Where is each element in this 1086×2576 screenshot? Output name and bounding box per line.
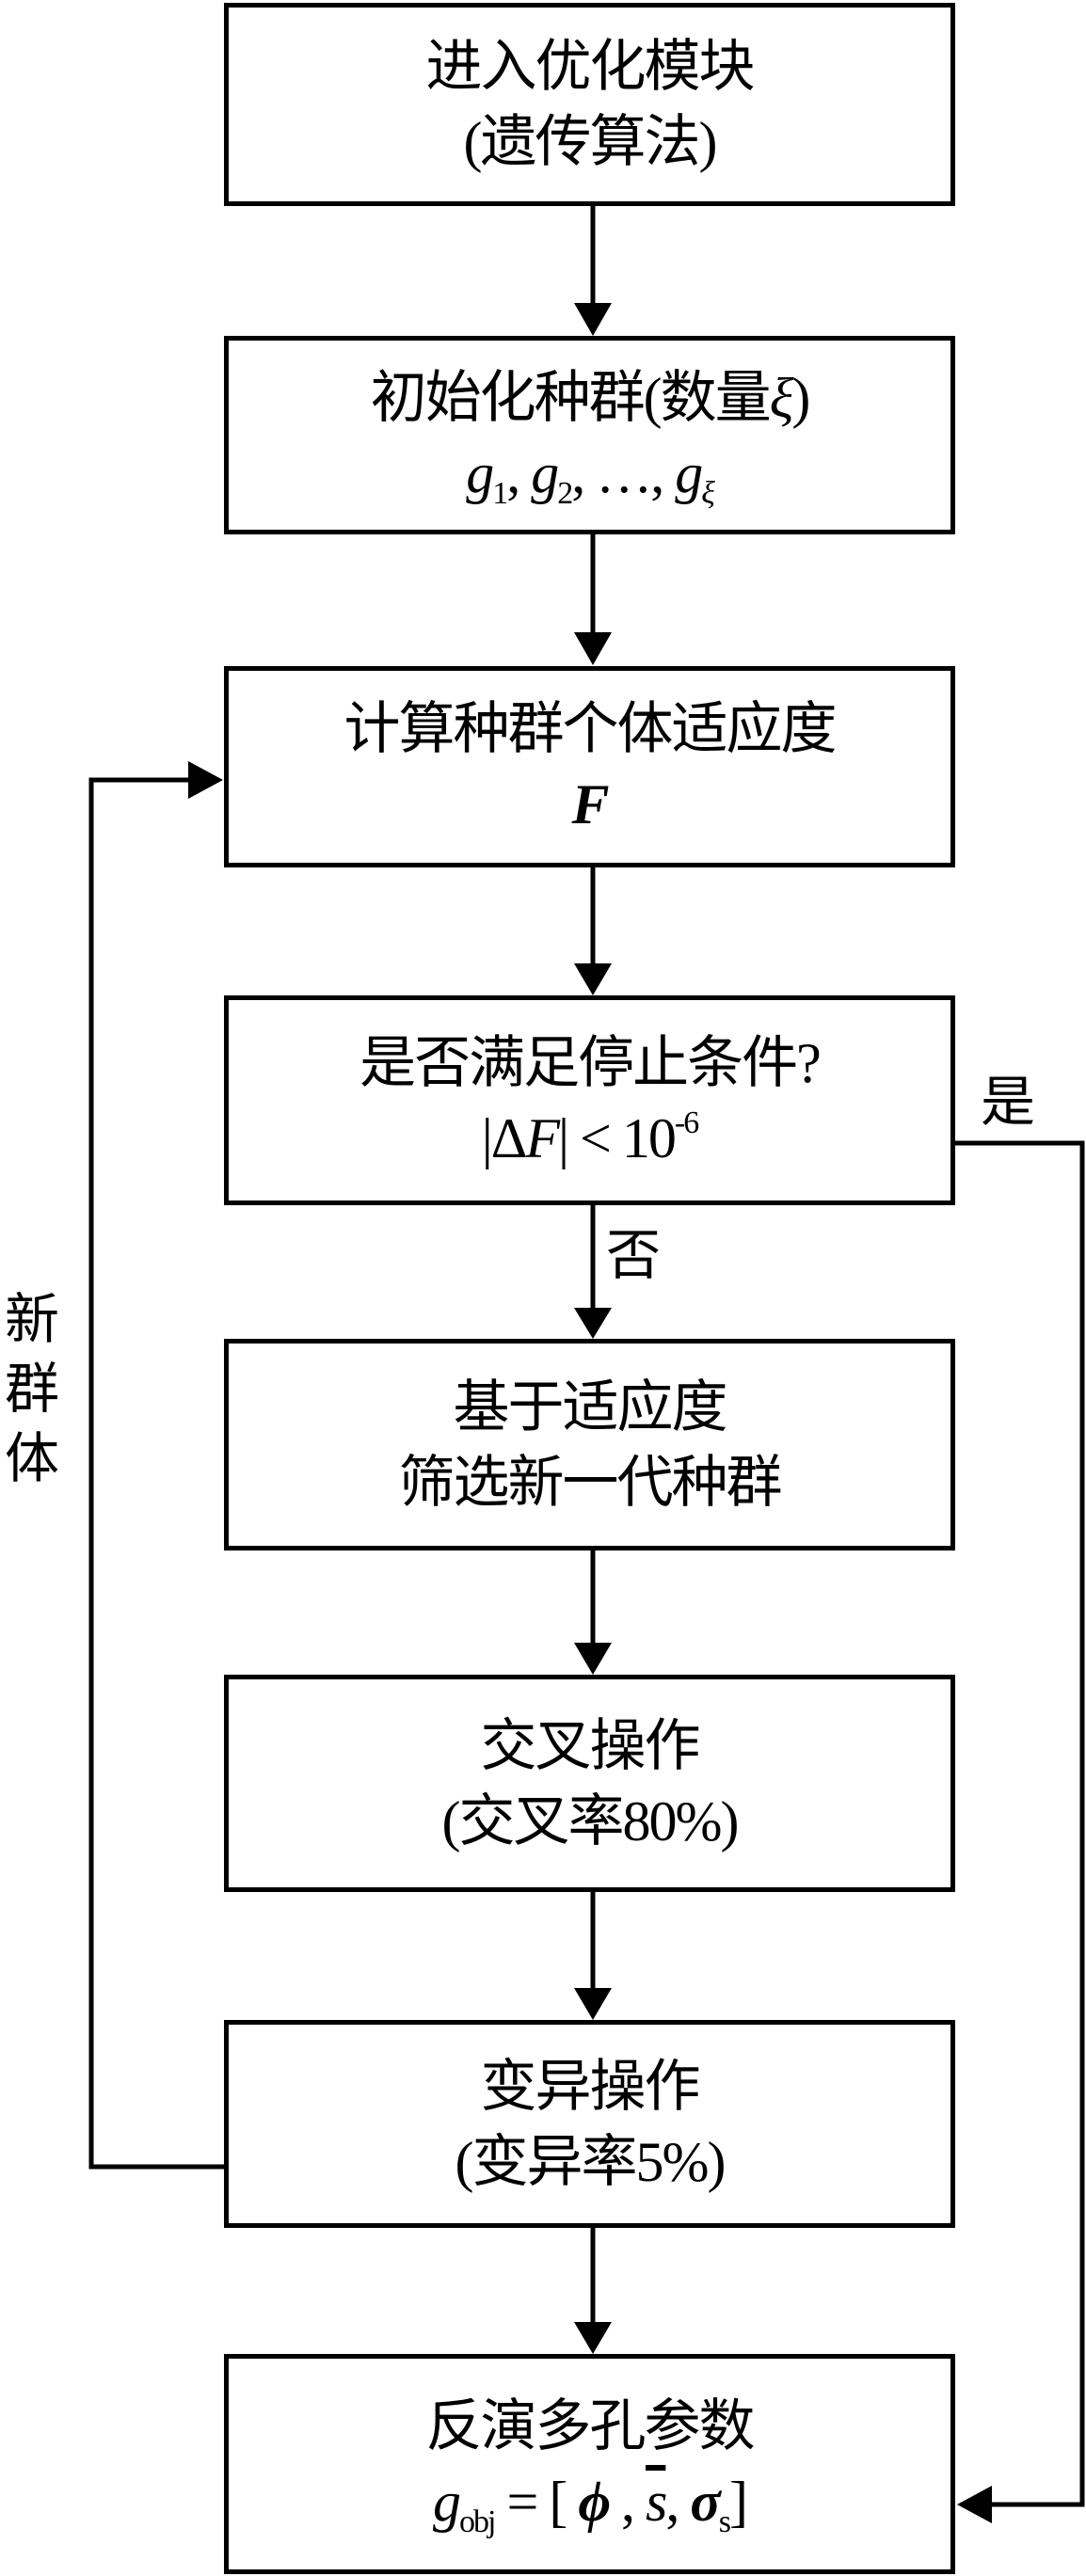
g-symbol: g bbox=[531, 441, 559, 504]
node-text-part: ) bbox=[791, 366, 810, 429]
loop-label-char: 新 bbox=[4, 1289, 59, 1350]
node-text: 反演多孔参数 bbox=[425, 2395, 756, 2457]
sigma-symbol: σ bbox=[690, 2471, 720, 2533]
delta-symbol: Δ bbox=[490, 1106, 528, 1169]
node-text: (交叉率80%) bbox=[441, 1789, 740, 1852]
node-init-population: 初始化种群(数量ξ) g1, g2, …, gξ bbox=[224, 336, 955, 534]
comma: , bbox=[506, 441, 520, 504]
xi-symbol: ξ bbox=[769, 366, 794, 429]
arrowhead-icon bbox=[188, 761, 223, 799]
g-symbol: g bbox=[466, 441, 494, 504]
subscript: s bbox=[718, 2504, 731, 2539]
base: 10 bbox=[621, 1106, 677, 1169]
comma: , bbox=[665, 2471, 691, 2533]
node-text: 筛选新一代种群 bbox=[398, 1451, 783, 1514]
node-text: 是否满足停止条件? bbox=[359, 1031, 822, 1094]
node-text: 初始化种群(数量ξ) bbox=[370, 360, 811, 436]
yes-branch-line bbox=[955, 1140, 1085, 2507]
ellipsis: … bbox=[596, 441, 652, 504]
g-symbol: g bbox=[675, 441, 703, 504]
node-mutation: 变异操作 (变异率5%) bbox=[224, 2020, 955, 2228]
subscript: 1 bbox=[492, 475, 508, 511]
arrowhead-icon bbox=[574, 1643, 612, 1675]
node-text: (变异率5%) bbox=[455, 2130, 727, 2193]
node-text: (遗传算法) bbox=[463, 111, 718, 173]
arrowhead-icon bbox=[574, 963, 612, 995]
arrowhead-icon bbox=[574, 1308, 612, 1339]
node-compute-fitness: 计算种群个体适应度 F bbox=[224, 666, 955, 867]
arrowhead-icon bbox=[574, 1988, 612, 2020]
node-text-part: 初始化种群(数量 bbox=[370, 366, 772, 429]
stop-formula: |ΔF| < 10-6 bbox=[481, 1101, 699, 1176]
node-selection: 基于适应度 筛选新一代种群 bbox=[224, 1339, 955, 1550]
yes-label: 是 bbox=[981, 1072, 1036, 1133]
g-symbol: g bbox=[433, 2471, 461, 2533]
comma: , bbox=[571, 441, 585, 504]
node-inversion: 反演多孔参数 gobj = [ ϕ , s, σs] bbox=[224, 2354, 955, 2574]
subscript: 2 bbox=[557, 475, 573, 511]
comma: , bbox=[609, 2471, 647, 2533]
loop-label-char: 体 bbox=[4, 1428, 59, 1489]
equals-bracket: = [ bbox=[494, 2471, 579, 2533]
close-bracket: ] bbox=[728, 2471, 748, 2533]
fitness-symbol: F bbox=[571, 773, 609, 835]
abs-bar: | bbox=[481, 1106, 493, 1169]
arrowhead-icon bbox=[957, 2486, 992, 2523]
phi-symbol: ϕ bbox=[578, 2471, 611, 2533]
node-text: 变异操作 bbox=[480, 2055, 701, 2118]
population-formula: g1, g2, …, gξ bbox=[466, 436, 714, 511]
node-crossover: 交叉操作 (交叉率80%) bbox=[224, 1675, 955, 1892]
comma: , bbox=[650, 441, 664, 504]
node-text: 进入优化模块 bbox=[425, 36, 756, 98]
loop-label-char: 群 bbox=[4, 1359, 59, 1420]
arrowhead-icon bbox=[574, 303, 612, 336]
node-text: 交叉操作 bbox=[480, 1714, 701, 1777]
node-text: 计算种群个体适应度 bbox=[343, 698, 838, 760]
subscript: obj bbox=[459, 2504, 496, 2539]
no-label: 否 bbox=[606, 1225, 662, 1286]
f-symbol: F bbox=[525, 1106, 560, 1169]
arrowhead-icon bbox=[574, 632, 612, 665]
node-text: 基于适应度 bbox=[453, 1375, 728, 1439]
exponent: -6 bbox=[674, 1105, 699, 1140]
s-bar-symbol: s bbox=[646, 2471, 667, 2533]
loop-label: 新 群 体 bbox=[2, 1285, 62, 1494]
abs-bar: | bbox=[558, 1106, 569, 1169]
less-than: < bbox=[567, 1106, 622, 1169]
subscript: ξ bbox=[701, 475, 714, 511]
inversion-formula: gobj = [ ϕ , s, σs] bbox=[433, 2464, 748, 2539]
loop-back-line bbox=[88, 777, 224, 2170]
node-stop-check: 是否满足停止条件? |ΔF| < 10-6 bbox=[224, 995, 955, 1205]
node-enter-module: 进入优化模块 (遗传算法) bbox=[224, 3, 955, 206]
arrowhead-icon bbox=[574, 2322, 612, 2354]
